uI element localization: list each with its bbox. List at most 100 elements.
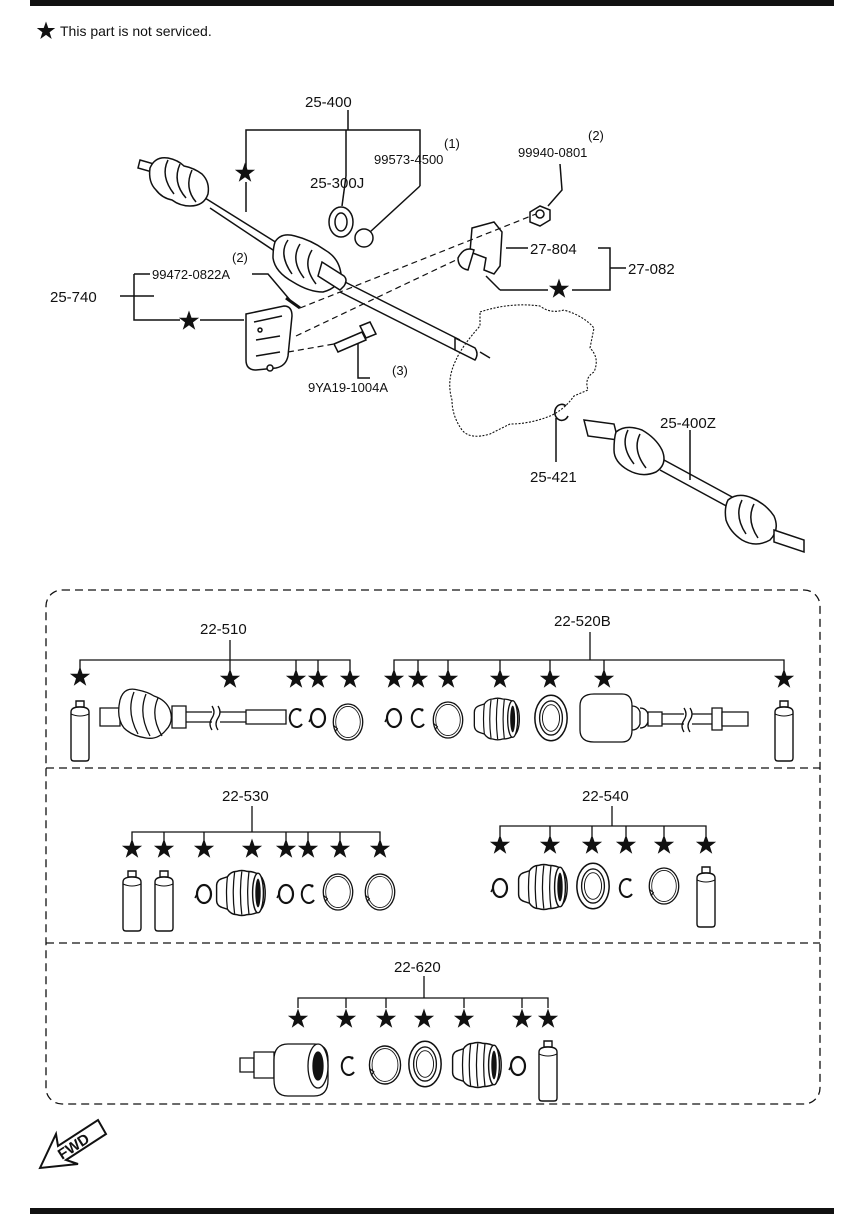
star-icon <box>241 838 263 858</box>
boot-icon <box>451 1041 502 1089</box>
kit-22-510 <box>79 640 351 739</box>
callout-99573-4500: 99573-4500 <box>374 152 443 167</box>
kit-22-530 <box>131 806 381 840</box>
fwd-arrow-icon: FWD <box>38 1118 108 1170</box>
grease-bottle-icon <box>154 870 174 932</box>
legend: This part is not serviced. <box>36 21 212 39</box>
kit-label-22-520b: 22-520B <box>554 613 611 630</box>
kit-22-540 <box>499 806 707 836</box>
callout-25-300j: 25-300J <box>310 175 364 192</box>
grease-bottle-icon <box>538 1040 558 1102</box>
star-icon <box>695 834 717 854</box>
star-icon <box>453 1008 475 1028</box>
star-icon <box>653 834 675 854</box>
callout-99472-qty: (2) <box>232 250 248 265</box>
star-icon <box>369 838 391 858</box>
star-icon <box>153 838 175 858</box>
kit-22-520b <box>393 632 785 743</box>
star-icon <box>537 1008 559 1028</box>
boot-icon <box>215 869 266 917</box>
clamp-band-icon <box>432 701 464 739</box>
star-icon <box>581 834 603 854</box>
star-icon <box>285 668 307 688</box>
star-icon <box>219 668 241 688</box>
kit-22-620 <box>239 976 549 1097</box>
kit-label-22-510: 22-510 <box>200 621 247 638</box>
bottom-border-bar <box>30 1208 834 1214</box>
grease-bottle-icon <box>774 700 794 762</box>
grease-bottle-icon <box>70 700 90 762</box>
star-icon <box>511 1008 533 1028</box>
clamp-band-icon <box>364 873 396 911</box>
star-icon <box>287 1008 309 1028</box>
star-icon <box>335 1008 357 1028</box>
kit-panel <box>45 589 821 1105</box>
star-icon <box>413 1008 435 1028</box>
callout-25-740: 25-740 <box>50 289 97 306</box>
callout-27-082: 27-082 <box>628 261 675 278</box>
drive-shaft-assembly <box>120 110 805 554</box>
legend-text: This part is not serviced. <box>60 23 212 39</box>
star-icon <box>339 668 361 688</box>
callout-99940-0801: 99940-0801 <box>518 145 587 160</box>
star-icon <box>407 668 429 688</box>
star-icon-27-082 <box>548 278 570 298</box>
clamp-band-icon <box>368 1045 402 1085</box>
clip-icon <box>384 707 403 729</box>
collar-icon <box>576 862 610 910</box>
star-icon <box>121 838 143 858</box>
snap-ring-icon <box>340 1055 355 1076</box>
clip-icon <box>308 707 327 729</box>
snap-ring-icon <box>300 883 315 904</box>
snap-ring-icon <box>618 877 633 898</box>
star-icon <box>539 834 561 854</box>
callout-99573-qty: (1) <box>444 136 460 151</box>
collar-icon <box>408 1040 442 1088</box>
star-icon <box>615 834 637 854</box>
star-icon <box>307 668 329 688</box>
star-icon <box>489 834 511 854</box>
snap-ring-icon <box>410 707 425 728</box>
star-icon <box>375 1008 397 1028</box>
callout-99472-0822a: 99472-0822A <box>152 267 230 282</box>
clamp-band-icon <box>322 873 354 911</box>
kit-label-22-540: 22-540 <box>582 788 629 805</box>
top-border-bar <box>30 0 834 6</box>
callout-9ya19-1004a: 9YA19-1004A <box>308 380 388 395</box>
clamp-band-icon <box>648 867 680 905</box>
grease-bottle-icon <box>696 866 716 928</box>
clip-icon <box>276 883 295 905</box>
kit-label-22-620: 22-620 <box>394 959 441 976</box>
legend-star-icon <box>36 21 56 39</box>
star-icon-25-740 <box>178 310 200 330</box>
callout-27-804: 27-804 <box>530 241 577 258</box>
clamp-band-icon <box>332 703 364 741</box>
boot-icon <box>473 697 521 741</box>
star-icon <box>329 838 351 858</box>
star-icon <box>275 838 297 858</box>
snap-ring-icon <box>288 707 303 728</box>
callout-25-400: 25-400 <box>305 94 352 111</box>
callout-25-400z: 25-400Z <box>660 415 716 432</box>
star-icon <box>297 838 319 858</box>
star-icon <box>593 668 615 688</box>
star-icon <box>539 668 561 688</box>
star-icon <box>193 838 215 858</box>
star-icon <box>383 668 405 688</box>
kit-label-22-530: 22-530 <box>222 788 269 805</box>
callout-99940-qty: (2) <box>588 128 604 143</box>
callout-25-421: 25-421 <box>530 469 577 486</box>
callout-9ya19-qty: (3) <box>392 363 408 378</box>
clip-icon <box>508 1055 527 1077</box>
star-icon <box>69 666 91 686</box>
star-icon <box>437 668 459 688</box>
collar-icon <box>534 694 568 742</box>
star-icon <box>489 668 511 688</box>
star-icon <box>773 668 795 688</box>
clip-icon <box>194 883 213 905</box>
star-icon-25-400 <box>234 162 256 182</box>
grease-bottle-icon <box>122 870 142 932</box>
boot-icon <box>517 863 568 911</box>
clip-icon <box>490 877 509 899</box>
